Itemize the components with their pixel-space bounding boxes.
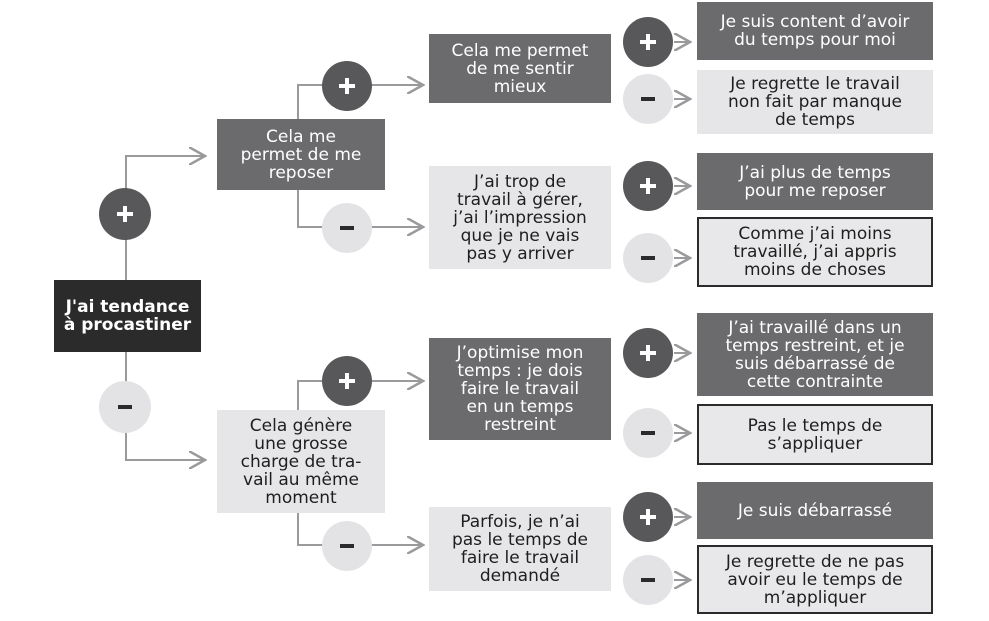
plus-icon (623, 492, 673, 542)
minus-icon (623, 233, 673, 283)
plus-icon (623, 161, 673, 211)
leaf-mpm-label: Pas le temps de s’appliquer (747, 415, 883, 454)
root-node-label: J'ai tendance à procastiner (63, 297, 192, 335)
leaf-mpp-label: J’ai travaillé dans un temps restreint, … (725, 317, 905, 392)
plus-icon (623, 328, 673, 378)
plus-icon (322, 61, 372, 111)
leaf-pmp: J’ai plus de temps pour me reposer (697, 153, 933, 210)
root-node: J'ai tendance à procastiner (54, 280, 201, 352)
leaf-ppp: Je suis content d’avoir du temps pour mo… (697, 2, 933, 60)
plus-icon (99, 188, 151, 240)
node-plus-label: Cela me permet de me reposer (240, 126, 362, 183)
node-minus-minus: Parfois, je n’ai pas le temps de faire l… (429, 507, 611, 591)
leaf-ppp-label: Je suis content d’avoir du temps pour mo… (720, 12, 910, 50)
leaf-mpm: Pas le temps de s’appliquer (697, 404, 933, 465)
node-minus: Cela génère une grosse charge de tra- va… (217, 410, 385, 513)
node-minus-minus-label: Parfois, je n’ai pas le temps de faire l… (451, 512, 589, 586)
minus-icon (623, 74, 673, 124)
plus-icon (623, 17, 673, 67)
node-plus-plus: Cela me permet de me sentir mieux (429, 34, 611, 103)
node-minus-plus-label: J’optimise mon temps : je dois faire le … (456, 343, 584, 435)
minus-icon (322, 203, 372, 253)
plus-icon (322, 356, 372, 406)
minus-icon (623, 555, 673, 605)
leaf-pmm-label: Comme j’ai moins travaillé, j’ai appris … (733, 224, 897, 280)
node-minus-label: Cela génère une grosse charge de tra- va… (240, 415, 362, 508)
leaf-mmp-label: Je suis débarrassé (737, 500, 893, 521)
l1-plus-down-branch (297, 190, 423, 227)
l1-plus-up-branch (297, 85, 423, 119)
minus-icon (99, 381, 151, 433)
leaf-pmm: Comme j’ai moins travaillé, j’ai appris … (697, 217, 933, 287)
minus-icon (623, 408, 673, 458)
minus-icon (322, 521, 372, 571)
node-minus-plus: J’optimise mon temps : je dois faire le … (429, 338, 611, 440)
l1-minus-up-branch (297, 381, 423, 410)
node-plus-plus-label: Cela me permet de me sentir mieux (451, 40, 589, 97)
leaf-mmp: Je suis débarrassé (697, 482, 933, 539)
leaf-mpp: J’ai travaillé dans un temps restreint, … (697, 313, 933, 396)
node-plus-minus-label: J’ai trop de travail à gérer, j’ai l’imp… (453, 171, 587, 264)
leaf-ppm-label: Je regrette le travail non fait par manq… (728, 74, 902, 130)
leaf-mmm: Je regrette de ne pas avoir eu le temps … (697, 545, 933, 614)
node-plus-minus: J’ai trop de travail à gérer, j’ai l’imp… (429, 166, 611, 269)
leaf-mmm-label: Je regrette de ne pas avoir eu le temps … (725, 551, 905, 608)
node-plus: Cela me permet de me reposer (217, 119, 385, 190)
leaf-pmp-label: J’ai plus de temps pour me reposer (739, 162, 891, 201)
leaf-ppm: Je regrette le travail non fait par manq… (697, 70, 933, 134)
l1-minus-down-branch (297, 513, 423, 545)
